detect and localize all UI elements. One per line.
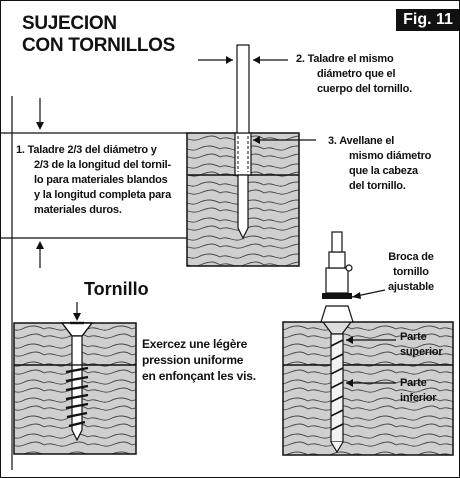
pressure-note-line: en enfonçant les vis.: [142, 369, 256, 383]
step-1-line: 2/3 de la longitud del tornil-: [34, 159, 172, 171]
upper-label-line: superior: [400, 346, 443, 358]
step-3-line: que la cabeza: [349, 165, 418, 177]
step-1-line: 1. Taladre 2/3 del diámetro y: [16, 144, 157, 156]
bit-label-line: Broca de: [388, 251, 434, 263]
step-3-text: 3. Avellane el mismo diámetro que la cab…: [328, 134, 431, 194]
step-2-text: 2. Taladre el mismo diámetro que el cuer…: [296, 52, 412, 97]
step-1-line: y la longitud completa para: [34, 189, 172, 201]
step-3-line: mismo diámetro: [349, 150, 432, 162]
upper-part-label: Parte superior: [400, 330, 443, 360]
bit-label-line: ajustable: [388, 281, 434, 293]
pressure-note: Exercez une légère pression uniforme en …: [142, 336, 256, 384]
title-line: CON TORNILLOS: [22, 35, 176, 56]
step-2-line: cuerpo del tornillo.: [317, 83, 413, 95]
step-1-line: materiales duros.: [34, 204, 122, 216]
step-3-line: 3. Avellane el: [328, 135, 395, 147]
title-line: SUJECION: [22, 13, 117, 34]
pressure-note-line: Exercez une légère: [142, 337, 248, 351]
step-1-text: 1. Taladre 2/3 del diámetro y 2/3 de la …: [16, 143, 171, 218]
lower-part-label: Parte inferior: [400, 376, 436, 406]
drilling-block: [186, 44, 316, 267]
screw-block: [13, 321, 137, 455]
diagram-title: SUJECION CON TORNILLOS: [22, 13, 175, 57]
depth-dimension: [0, 96, 187, 470]
pressure-note-line: pression uniforme: [142, 353, 244, 367]
step-1-line: lo para materiales blandos: [34, 174, 168, 186]
bit-label-line: tornillo: [393, 266, 429, 278]
lower-label-line: Parte: [400, 377, 427, 389]
step-3-line: del tornillo.: [349, 180, 406, 192]
step-2-line: diámetro que el: [317, 68, 396, 80]
bit-label: Broca de tornillo ajustable: [388, 250, 434, 295]
screw-label: Tornillo: [84, 279, 149, 299]
upper-label-line: Parte: [400, 331, 427, 343]
lower-label-line: inferior: [400, 392, 437, 404]
figure-label: Fig. 11: [396, 9, 460, 31]
bit-block: [282, 231, 454, 456]
step-2-line: 2. Taladre el mismo: [296, 53, 394, 65]
